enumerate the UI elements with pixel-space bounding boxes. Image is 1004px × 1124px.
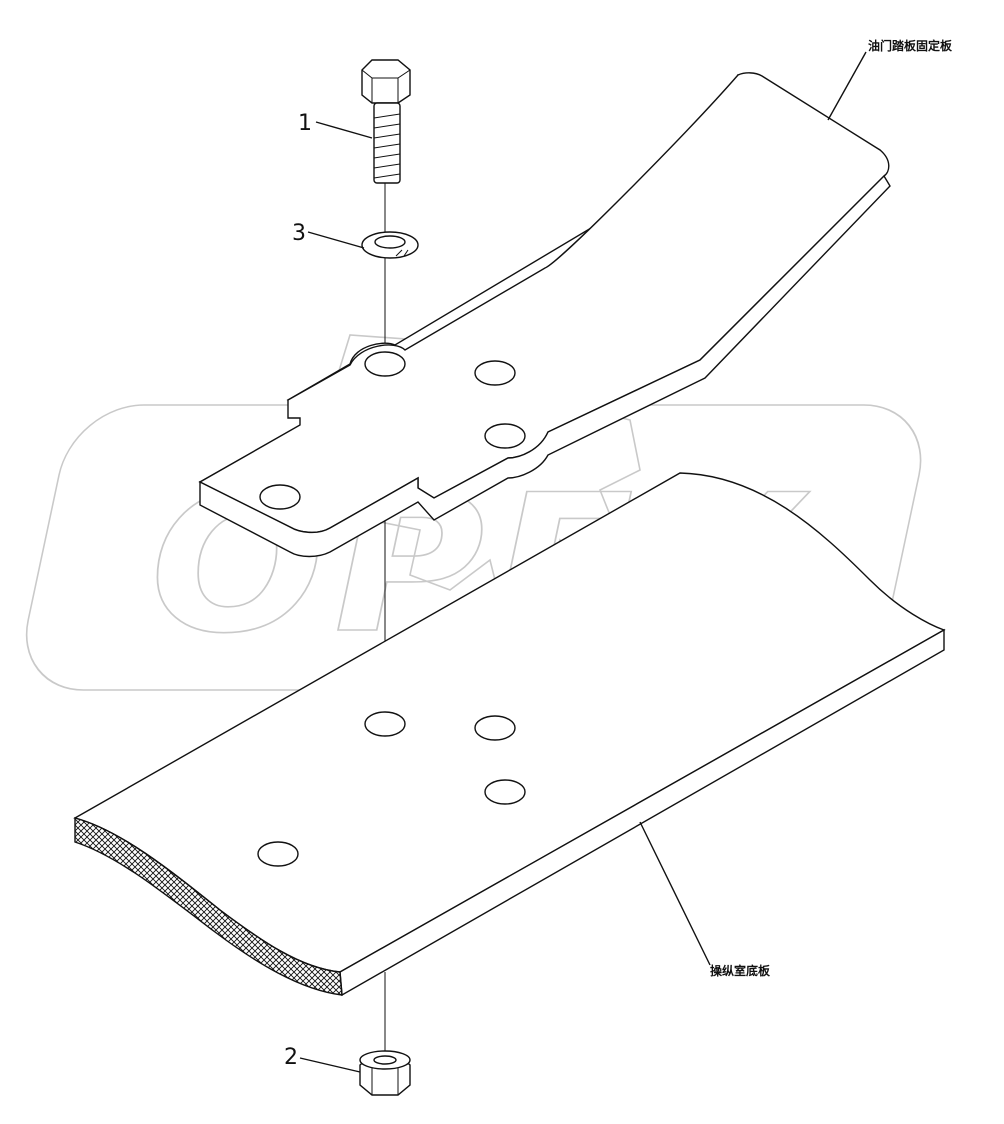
leader-3 xyxy=(307,231,365,249)
pedal-bracket xyxy=(198,72,891,558)
callout-1: 1 xyxy=(298,111,312,136)
spring-washer xyxy=(361,231,419,259)
nut xyxy=(359,1050,411,1096)
bolt-head-facet xyxy=(361,69,411,103)
bracket-hole-4 xyxy=(259,484,301,510)
leader-2 xyxy=(299,1057,361,1073)
callout-2: 2 xyxy=(284,1045,298,1070)
leader-cab-floor xyxy=(639,821,711,966)
pedal-bracket-front-edge xyxy=(199,174,891,558)
callout-3: 3 xyxy=(292,221,306,246)
nut-facets xyxy=(371,1068,399,1095)
leader-pedal-bracket xyxy=(827,51,867,121)
nut-bore xyxy=(373,1055,397,1065)
label-pedal-bracket: 油门踏板固定板 xyxy=(868,38,953,53)
bolt-shank xyxy=(373,102,401,184)
bracket-hole-2 xyxy=(474,360,516,386)
leader-1 xyxy=(315,121,373,139)
spring-washer-split xyxy=(395,249,409,257)
cab-floor-plate xyxy=(73,472,946,997)
floor-hole-1 xyxy=(364,711,406,737)
floor-hole-3 xyxy=(484,779,526,805)
bolt xyxy=(361,59,411,184)
label-cab-floor: 操纵室底板 xyxy=(710,963,771,978)
floor-hole-2 xyxy=(474,715,516,741)
bolt-head xyxy=(361,59,411,104)
spring-washer-inner xyxy=(374,235,406,249)
pedal-bracket-notch-edge xyxy=(287,400,300,419)
floor-hole-4 xyxy=(257,841,299,867)
bolt-thread-lines xyxy=(373,113,401,179)
bracket-hole-1 xyxy=(364,351,406,377)
cab-floor-cut-section xyxy=(74,817,343,996)
bracket-hole-3 xyxy=(484,423,526,449)
